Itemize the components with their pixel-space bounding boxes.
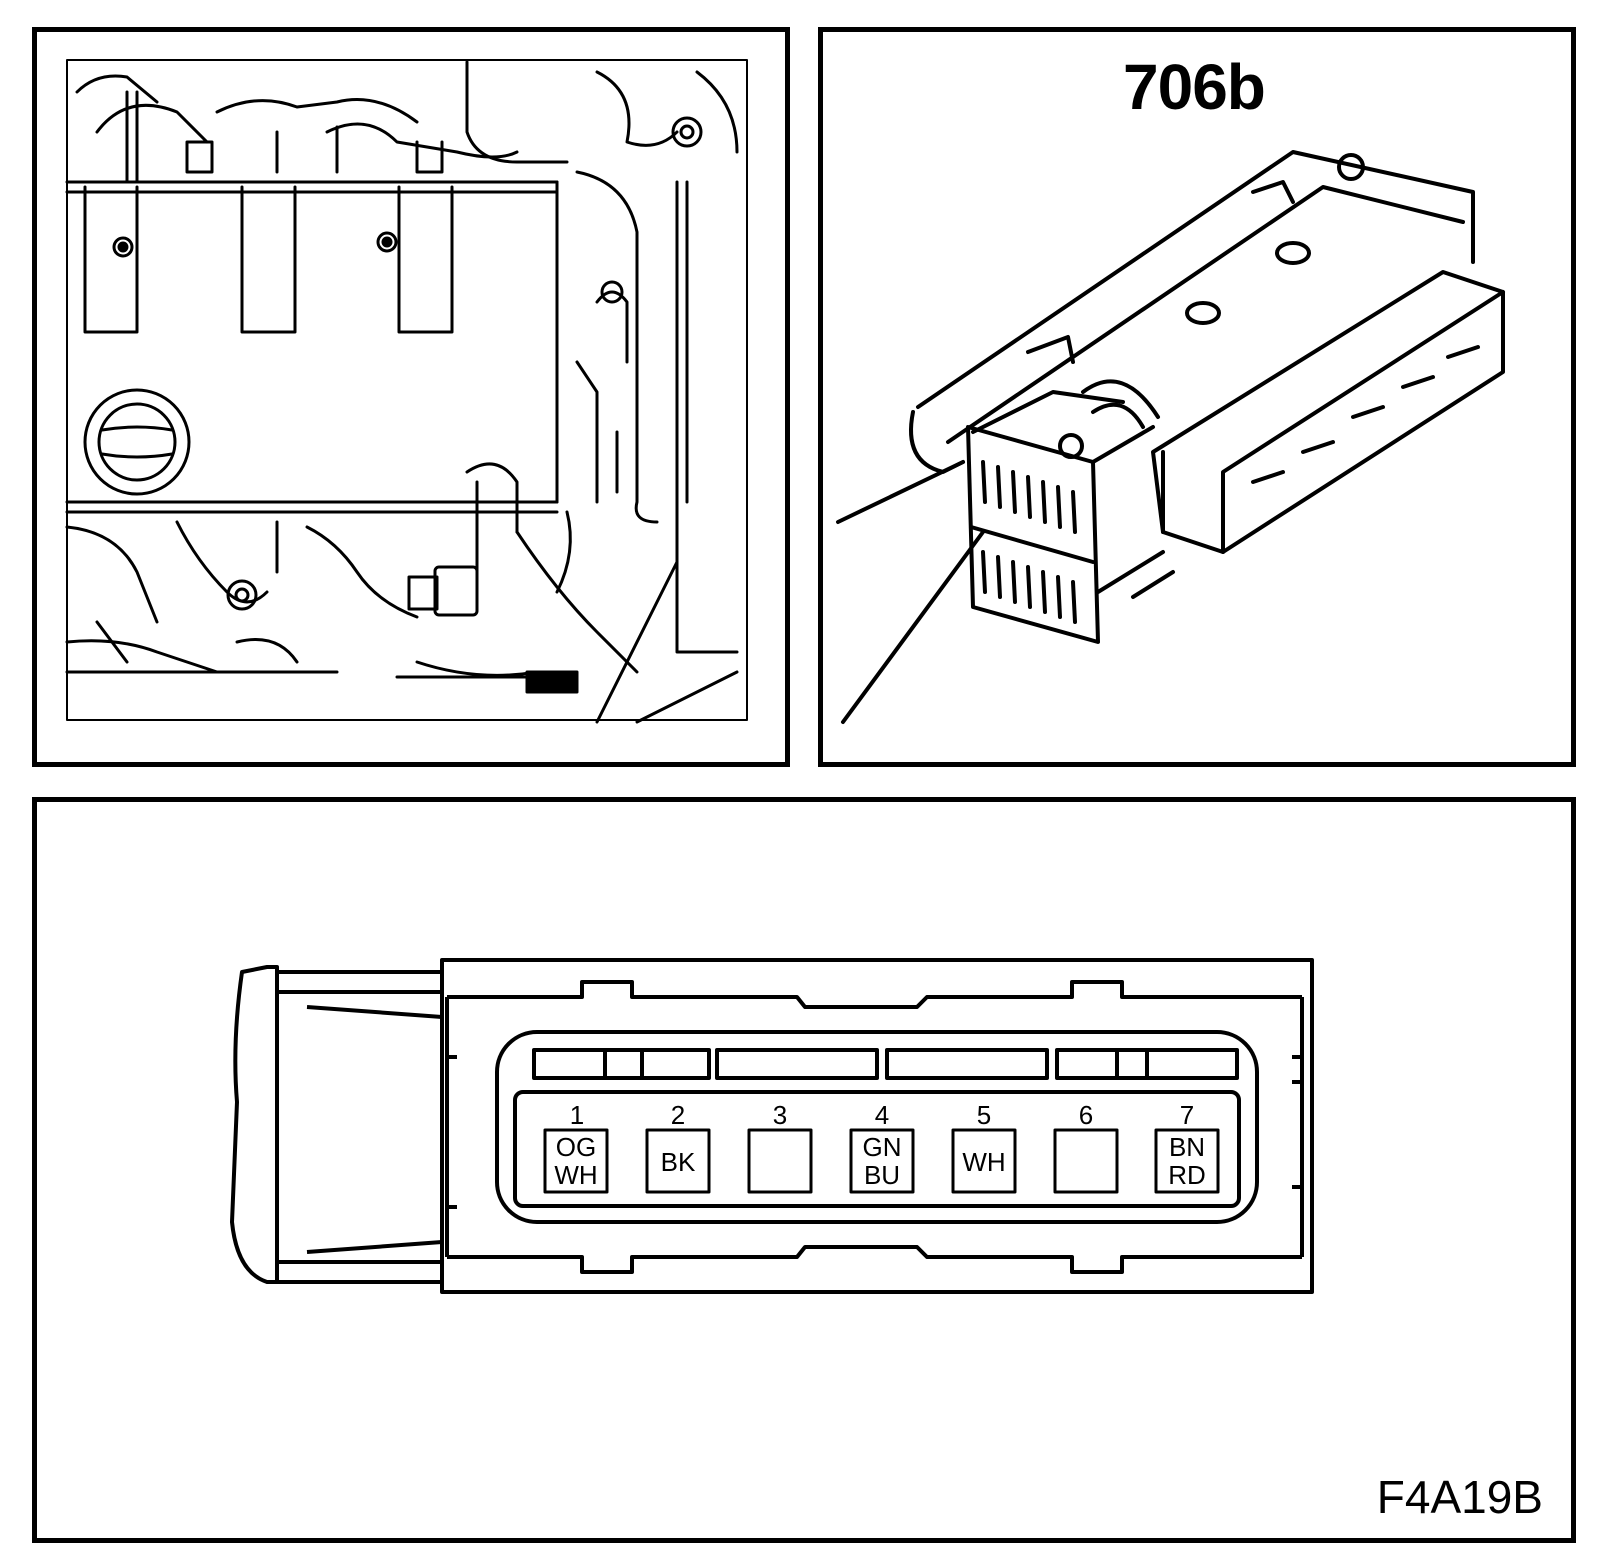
harness [407,280,629,617]
engine-bay-panel [32,27,790,767]
pin-5: 5 WH [951,1100,1017,1194]
connector-pin-face [495,1030,1259,1224]
pin-color-1: BN [1169,1132,1205,1162]
pin-6: 6 [1053,1100,1119,1194]
pin-color-2: BU [864,1160,900,1190]
pin-color-2: RD [1168,1160,1206,1190]
connector-front-face [966,379,1160,644]
engine-cover [65,388,559,514]
pin-color-1: GN [863,1132,902,1162]
pin-2: 2 BK [645,1100,711,1194]
connector-side-latch [230,965,444,1284]
pin-color-1: BK [661,1147,696,1177]
pin-number: 7 [1180,1100,1194,1130]
intake-runners [65,180,559,334]
pin-number: 6 [1079,1100,1093,1130]
exhaust-manifold [65,520,419,674]
connector-housing [909,150,1475,474]
pin-number: 1 [570,1100,584,1130]
pin-number: 2 [671,1100,685,1130]
pin-number: 5 [977,1100,991,1130]
pin-color-2: WH [554,1160,597,1190]
pin-color-1: OG [556,1132,596,1162]
wires [836,460,985,724]
pin-7: 7 BN RD [1154,1100,1220,1194]
top-pipes [75,60,739,524]
connector-latch [1096,270,1505,599]
connector-outer-housing [440,958,1314,1294]
engine-bay-illustration [65,59,748,724]
figure-code: F4A19B [1376,1471,1543,1523]
pin-1: 1 OG WH [543,1100,609,1194]
connector-3d-illustration [836,150,1505,724]
connector-panel: 706b [818,27,1576,767]
connector-label: 706b [1123,51,1266,123]
pins: 1 OG WH 2 BK 3 4 GN BU [543,1100,1220,1194]
pin-number: 3 [773,1100,787,1130]
pinout-illustration: 1 OG WH 2 BK 3 4 GN BU [230,958,1314,1294]
pin-4: 4 GN BU [849,1100,915,1194]
bulkhead [395,500,739,724]
pinout-panel: 1 OG WH 2 BK 3 4 GN BU [32,797,1576,1543]
pin-3: 3 [747,1100,813,1194]
pin-number: 4 [875,1100,889,1130]
pin-color-1: WH [962,1147,1005,1177]
